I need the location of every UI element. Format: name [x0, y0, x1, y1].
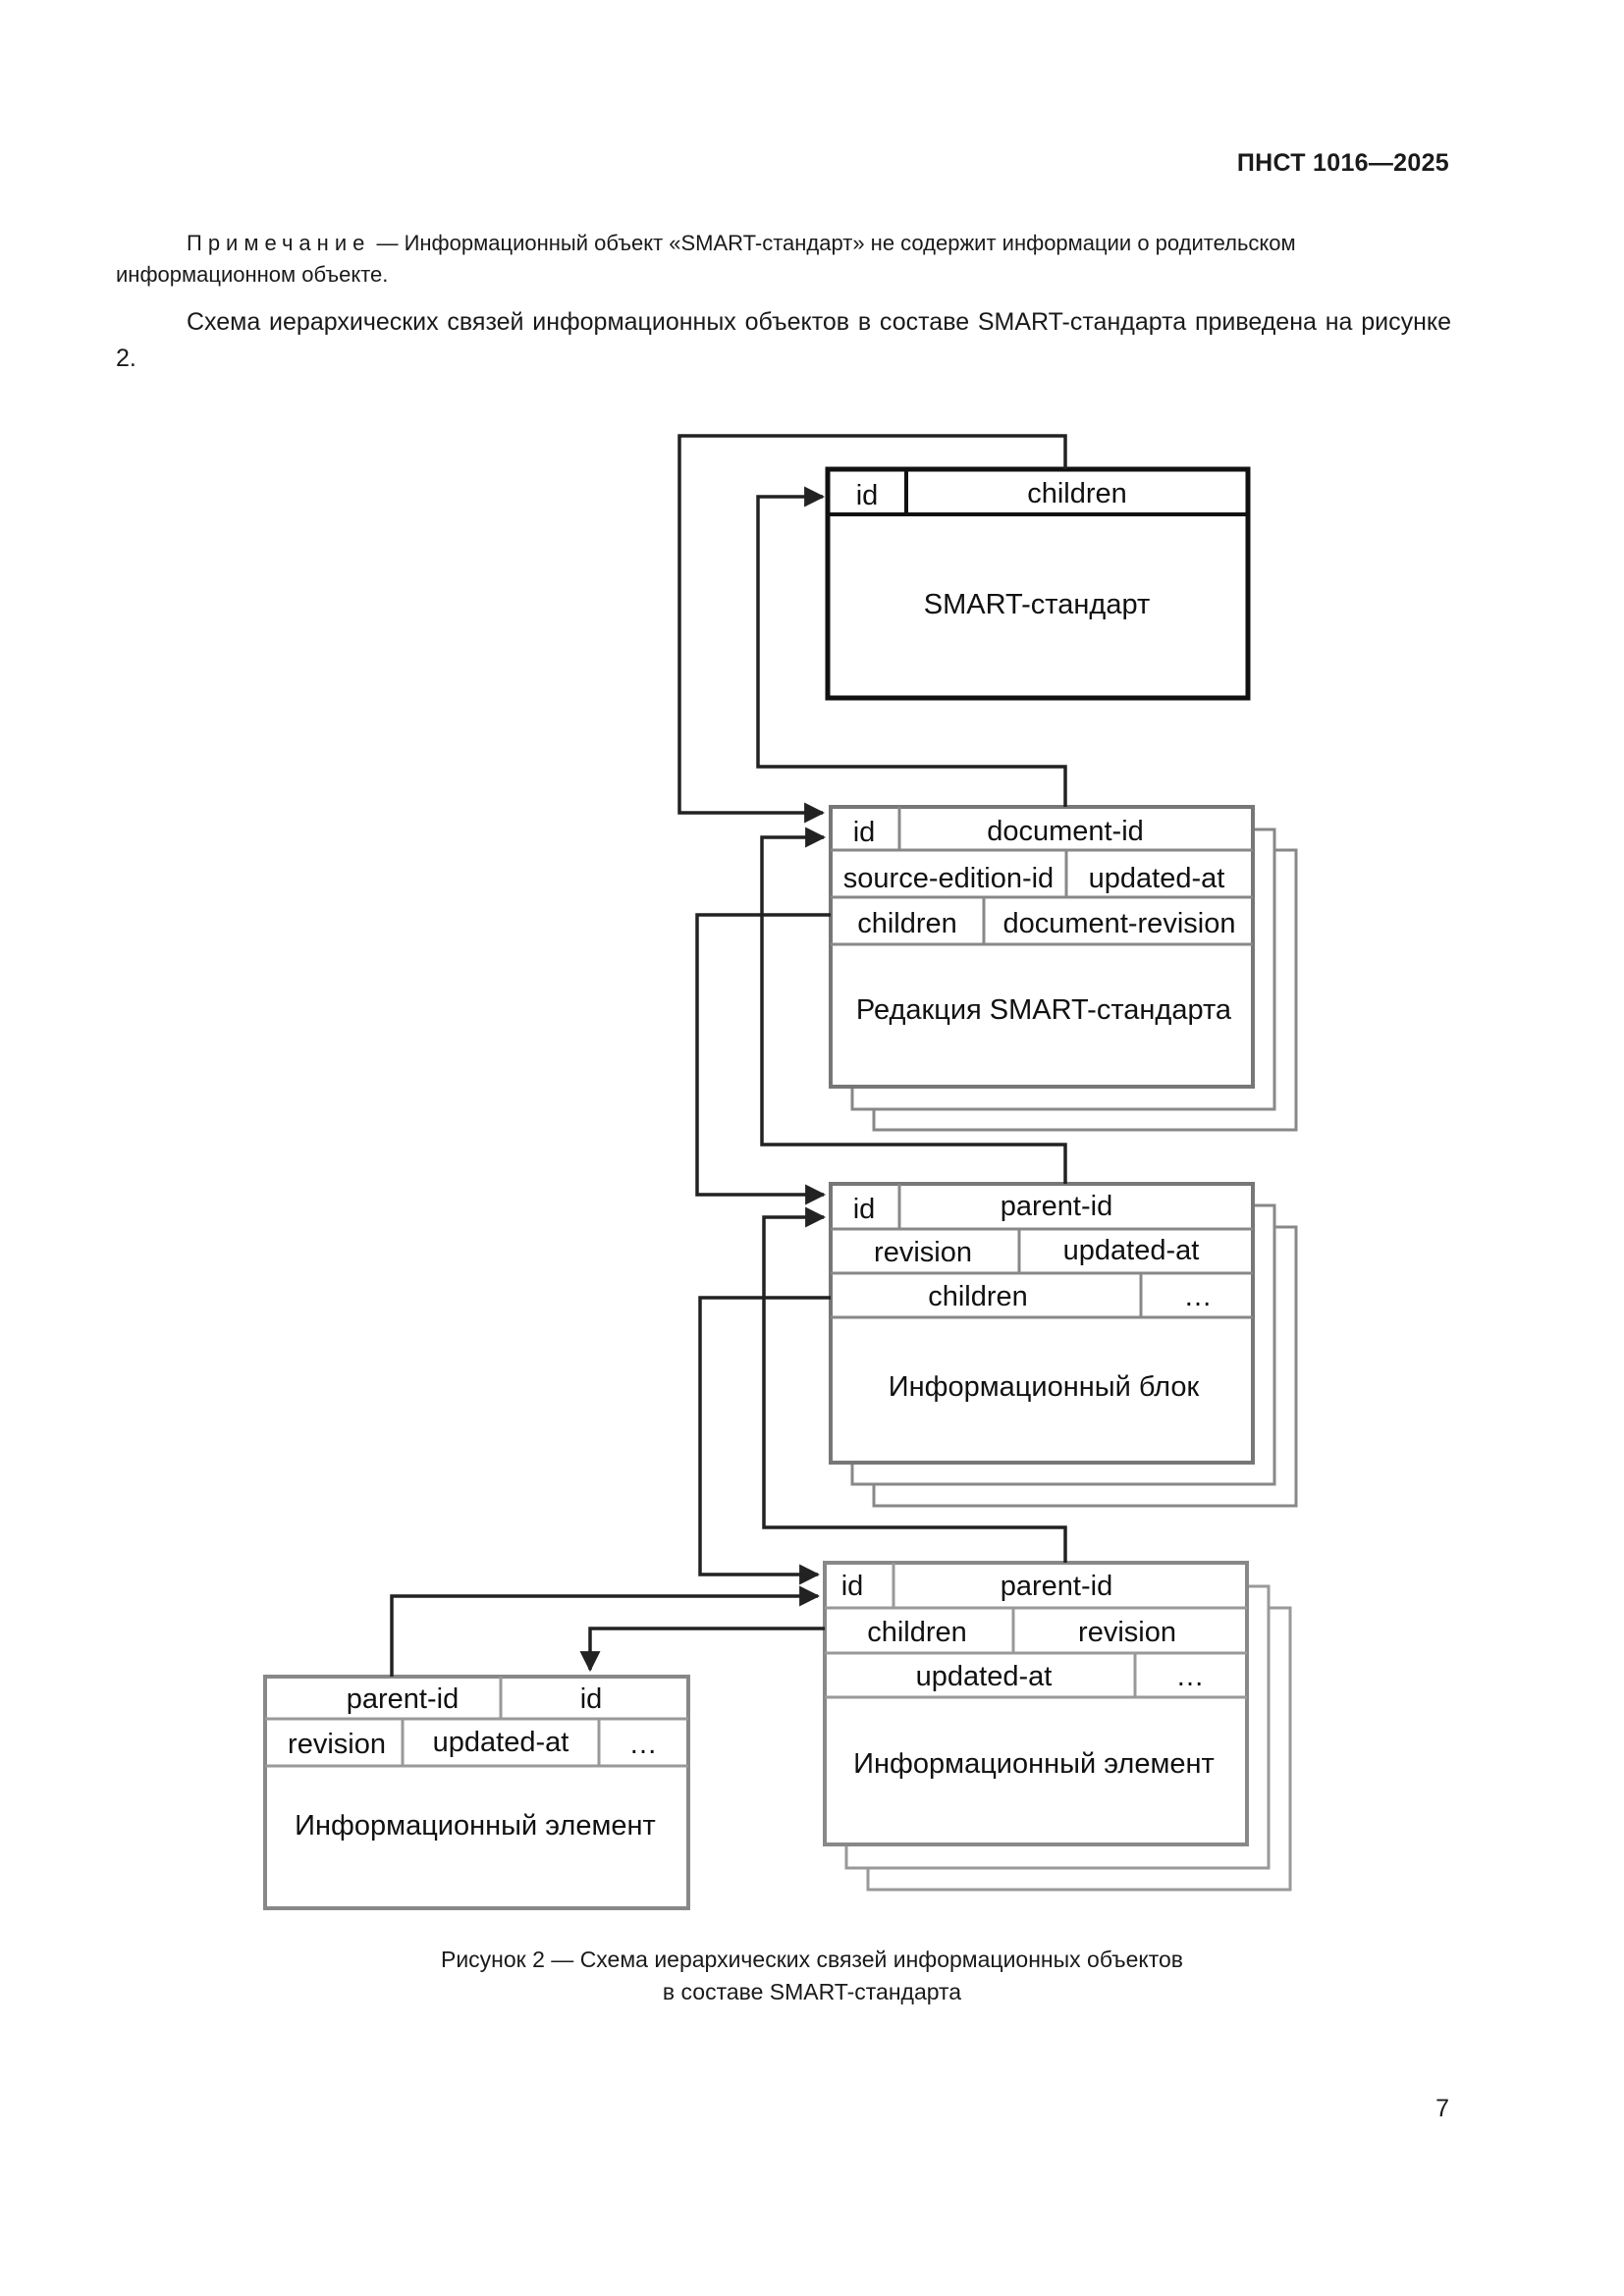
edition-document-id-field: document-id	[987, 816, 1144, 847]
figure-caption-line-1: Рисунок 2 — Схема иерархических связей и…	[440, 1947, 1184, 1972]
note-text: — Информационный объект «SMART-стандарт»…	[116, 231, 1296, 287]
connector-lines	[390, 434, 1067, 1677]
edition-children-field: children	[857, 908, 957, 939]
page-number: 7	[1435, 2095, 1449, 2122]
leaf-updated-at-field: updated-at	[433, 1727, 569, 1758]
element-id-field: id	[841, 1571, 864, 1602]
body-paragraph: Схема иерархических связей информационны…	[116, 304, 1451, 377]
edition-box-stack: id document-id source-edition-id updated…	[829, 805, 1298, 1132]
edition-source-edition-id-field: source-edition-id	[843, 863, 1054, 894]
block-ellipsis-field: …	[1184, 1281, 1213, 1312]
leaf-title: Информационный элемент	[295, 1810, 656, 1842]
connector-edition-children-to-block	[695, 913, 831, 1205]
connector-element-parent-to-block	[762, 1206, 1067, 1563]
element-children-field: children	[867, 1617, 967, 1648]
smart-standard-title: SMART-стандарт	[924, 589, 1150, 620]
element-title: Информационный элемент	[853, 1748, 1215, 1780]
connector-leaf-parent-to-element	[390, 1585, 821, 1677]
info-block-box-stack: id parent-id revision updated-at childre…	[829, 1182, 1298, 1508]
connector-edition-document-id-to-smart-id	[756, 486, 1067, 807]
smart-standard-children-field: children	[1027, 478, 1127, 509]
leaf-ellipsis-field: …	[629, 1729, 658, 1760]
leaf-parent-id-field: parent-id	[347, 1683, 459, 1715]
note-paragraph: Примечание — Информационный объект «SMAR…	[116, 228, 1451, 291]
block-id-field: id	[853, 1194, 876, 1225]
edition-id-field: id	[853, 817, 876, 848]
leaf-revision-field: revision	[288, 1729, 386, 1760]
element-ellipsis-field: …	[1176, 1661, 1205, 1692]
block-parent-id-field: parent-id	[1001, 1191, 1112, 1222]
figure-caption-line-2: в составе SMART-стандарта	[662, 1979, 962, 2004]
connector-block-parent-to-edition	[760, 827, 1067, 1184]
edition-title: Редакция SMART-стандарта	[856, 994, 1232, 1026]
info-element-box-stack: id parent-id children revision updated-a…	[823, 1561, 1292, 1892]
block-revision-field: revision	[874, 1237, 972, 1268]
smart-standard-box: id children SMART-стандарт	[825, 466, 1251, 701]
smart-standard-id-field: id	[856, 480, 879, 511]
block-updated-at-field: updated-at	[1063, 1235, 1200, 1266]
element-updated-at-field: updated-at	[916, 1661, 1053, 1692]
element-revision-field: revision	[1078, 1617, 1176, 1648]
connector-smart-children-to-edition	[677, 434, 1067, 824]
connector-element-children-to-leaf	[579, 1627, 825, 1673]
block-title: Информационный блок	[889, 1371, 1200, 1403]
leaf-id-field: id	[580, 1683, 603, 1715]
edition-document-revision-field: document-revision	[1003, 908, 1236, 939]
note-label: Примечание	[187, 231, 371, 255]
document-code: ПНСТ 1016—2025	[1236, 149, 1449, 177]
figure-caption: Рисунок 2 — Схема иерархических связей и…	[0, 1944, 1624, 2008]
body-paragraph-text: Схема иерархических связей информационны…	[116, 308, 1451, 372]
edition-updated-at-field: updated-at	[1089, 863, 1225, 894]
leaf-element-box: parent-id id revision updated-at … Инфор…	[263, 1675, 690, 1910]
block-children-field: children	[928, 1281, 1028, 1312]
element-parent-id-field: parent-id	[1001, 1571, 1112, 1602]
